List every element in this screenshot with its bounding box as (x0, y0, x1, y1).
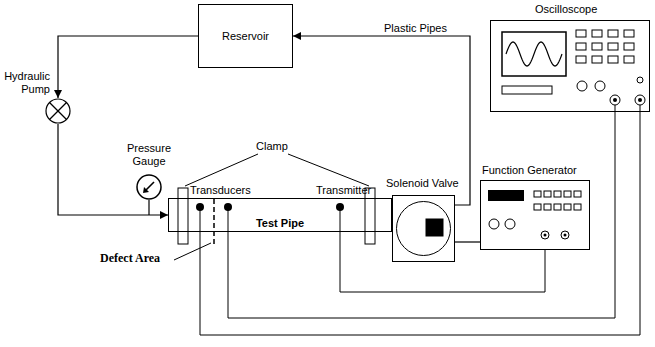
solenoid-valve-shape (392, 195, 455, 262)
oscilloscope: Oscilloscope (490, 20, 650, 112)
function-generator: Function Generator (480, 180, 590, 250)
oscilloscope-shape (490, 20, 650, 112)
pipe-connector (455, 241, 480, 242)
node-label: Reservoir (222, 30, 269, 43)
node-label: Function Generator (482, 164, 592, 177)
reservoir-box: Reservoir (198, 4, 293, 68)
pipe-connector (58, 36, 198, 98)
clamp (178, 188, 188, 244)
signal-wire (228, 112, 615, 318)
pump-symbol: Hydraulic Pump (45, 98, 71, 124)
node-label: Solenoid Valve (386, 177, 449, 190)
leader-line (288, 154, 369, 186)
gauge-symbol: Pressure Gauge (136, 174, 162, 200)
leader-line (174, 243, 211, 260)
defect-label: Defect Area (100, 252, 160, 265)
clamp-label: Clamp (256, 140, 288, 153)
sensor-label: Transducers (190, 184, 251, 197)
gauge-stem (148, 200, 149, 215)
node-label: Pressure Gauge (122, 142, 176, 168)
gauge-symbol-shape (136, 174, 162, 200)
node-label: Hydraulic Pump (2, 70, 50, 96)
test-pipe: Test Pipe (168, 198, 392, 232)
pipe-connector (58, 124, 168, 215)
function-generator-shape (480, 180, 590, 250)
solenoid-valve: Solenoid Valve (392, 195, 455, 262)
transmitter-dot (336, 203, 344, 211)
transducer-dot (224, 203, 232, 211)
pipe-connector (293, 36, 470, 205)
defect-line (213, 199, 215, 244)
leader-line (185, 154, 258, 186)
sensor-label: Transmitter (316, 184, 371, 197)
node-label: Oscilloscope (535, 3, 655, 16)
clamp (365, 188, 375, 244)
node-label: Test Pipe (256, 217, 304, 230)
signal-wire (200, 112, 640, 335)
pipe-label: Plastic Pipes (384, 22, 447, 35)
pump-symbol-shape (45, 98, 71, 124)
transducer-dot (196, 203, 204, 211)
